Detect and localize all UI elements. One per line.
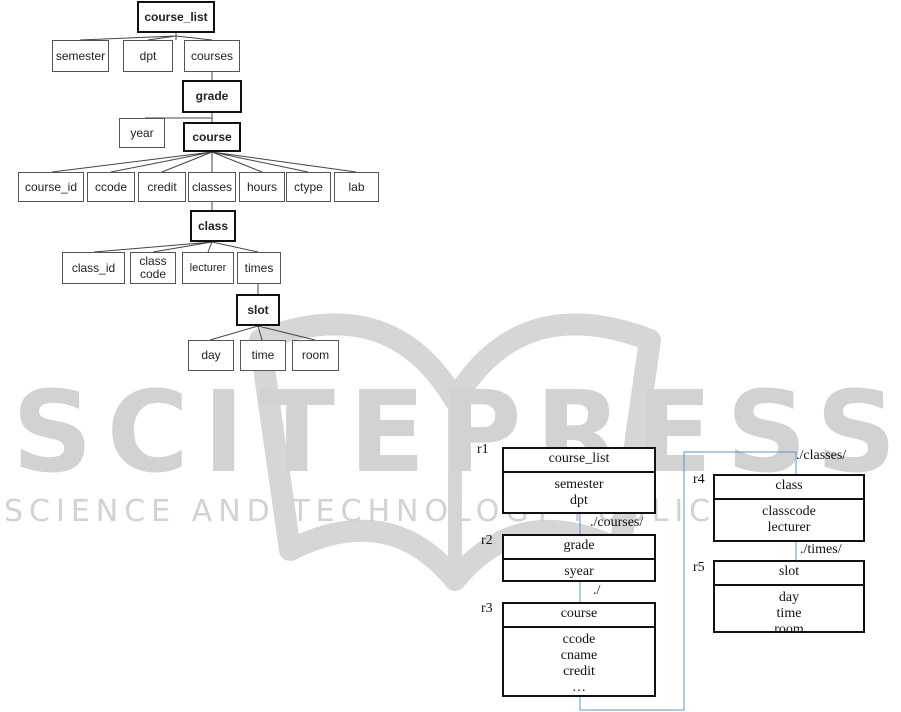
path-courses: ./courses/ <box>590 515 644 530</box>
relation-r1-name: course_list <box>504 449 654 473</box>
relation-r4-attr: classcode <box>762 504 816 519</box>
node-lab: lab <box>334 172 379 202</box>
node-room: room <box>292 340 339 371</box>
relation-r3-attr: … <box>572 680 586 695</box>
node-time: time <box>240 340 286 371</box>
relation-r4-name: class <box>715 476 863 500</box>
path-times: ./times/ <box>800 542 842 557</box>
relation-r3-attr: credit <box>563 664 595 679</box>
node-hours: hours <box>239 172 285 202</box>
relation-r5-attr: time <box>776 606 802 621</box>
relation-r3-attr: ccode <box>562 632 596 647</box>
node-courses: courses <box>184 40 240 72</box>
node-times: times <box>237 252 281 284</box>
relation-r1: course_list semester dpt <box>502 447 656 514</box>
relation-r3-name: course <box>504 604 654 628</box>
relation-r2-name: grade <box>504 536 654 560</box>
path-classes: ./classes/ <box>796 448 847 463</box>
node-class-code: class code <box>130 252 176 284</box>
relation-r2-attr: syear <box>564 564 594 579</box>
relation-r5-attr: room <box>774 622 804 637</box>
relation-r1-attr: semester <box>554 477 604 492</box>
relation-id-r2: r2 <box>481 533 493 548</box>
relation-r4-attr: lecturer <box>767 520 811 535</box>
node-grade: grade <box>182 80 242 113</box>
relation-id-r3: r3 <box>481 601 493 616</box>
relation-r4: class classcode lecturer <box>713 474 865 542</box>
relation-r2: grade syear <box>502 534 656 582</box>
node-class: class <box>190 210 236 242</box>
node-credit: credit <box>138 172 186 202</box>
node-ccode: ccode <box>87 172 135 202</box>
node-semester: semester <box>52 40 109 72</box>
node-course: course <box>183 122 241 152</box>
node-slot: slot <box>236 294 280 326</box>
relation-r3-attr: cname <box>560 648 598 663</box>
relation-r5-name: slot <box>715 562 863 586</box>
path-grade-to-course: ./ <box>593 583 601 598</box>
relation-r5: slot day time room <box>713 560 865 637</box>
node-day: day <box>188 340 234 371</box>
relation-r3: course ccode cname credit … <box>502 602 656 697</box>
node-lecturer: lecturer <box>182 252 234 284</box>
relation-r5-attr: day <box>778 590 800 605</box>
relation-id-r5: r5 <box>693 560 705 575</box>
node-ctype: ctype <box>286 172 331 202</box>
node-year: year <box>119 118 165 148</box>
relation-r1-attr: dpt <box>570 493 588 508</box>
node-course-list: course_list <box>137 1 215 33</box>
node-course-id: course_id <box>18 172 84 202</box>
node-classes: classes <box>188 172 236 202</box>
relation-id-r1: r1 <box>477 442 489 457</box>
node-class-id: class_id <box>62 252 125 284</box>
relation-id-r4: r4 <box>693 472 705 487</box>
node-dpt: dpt <box>123 40 173 72</box>
